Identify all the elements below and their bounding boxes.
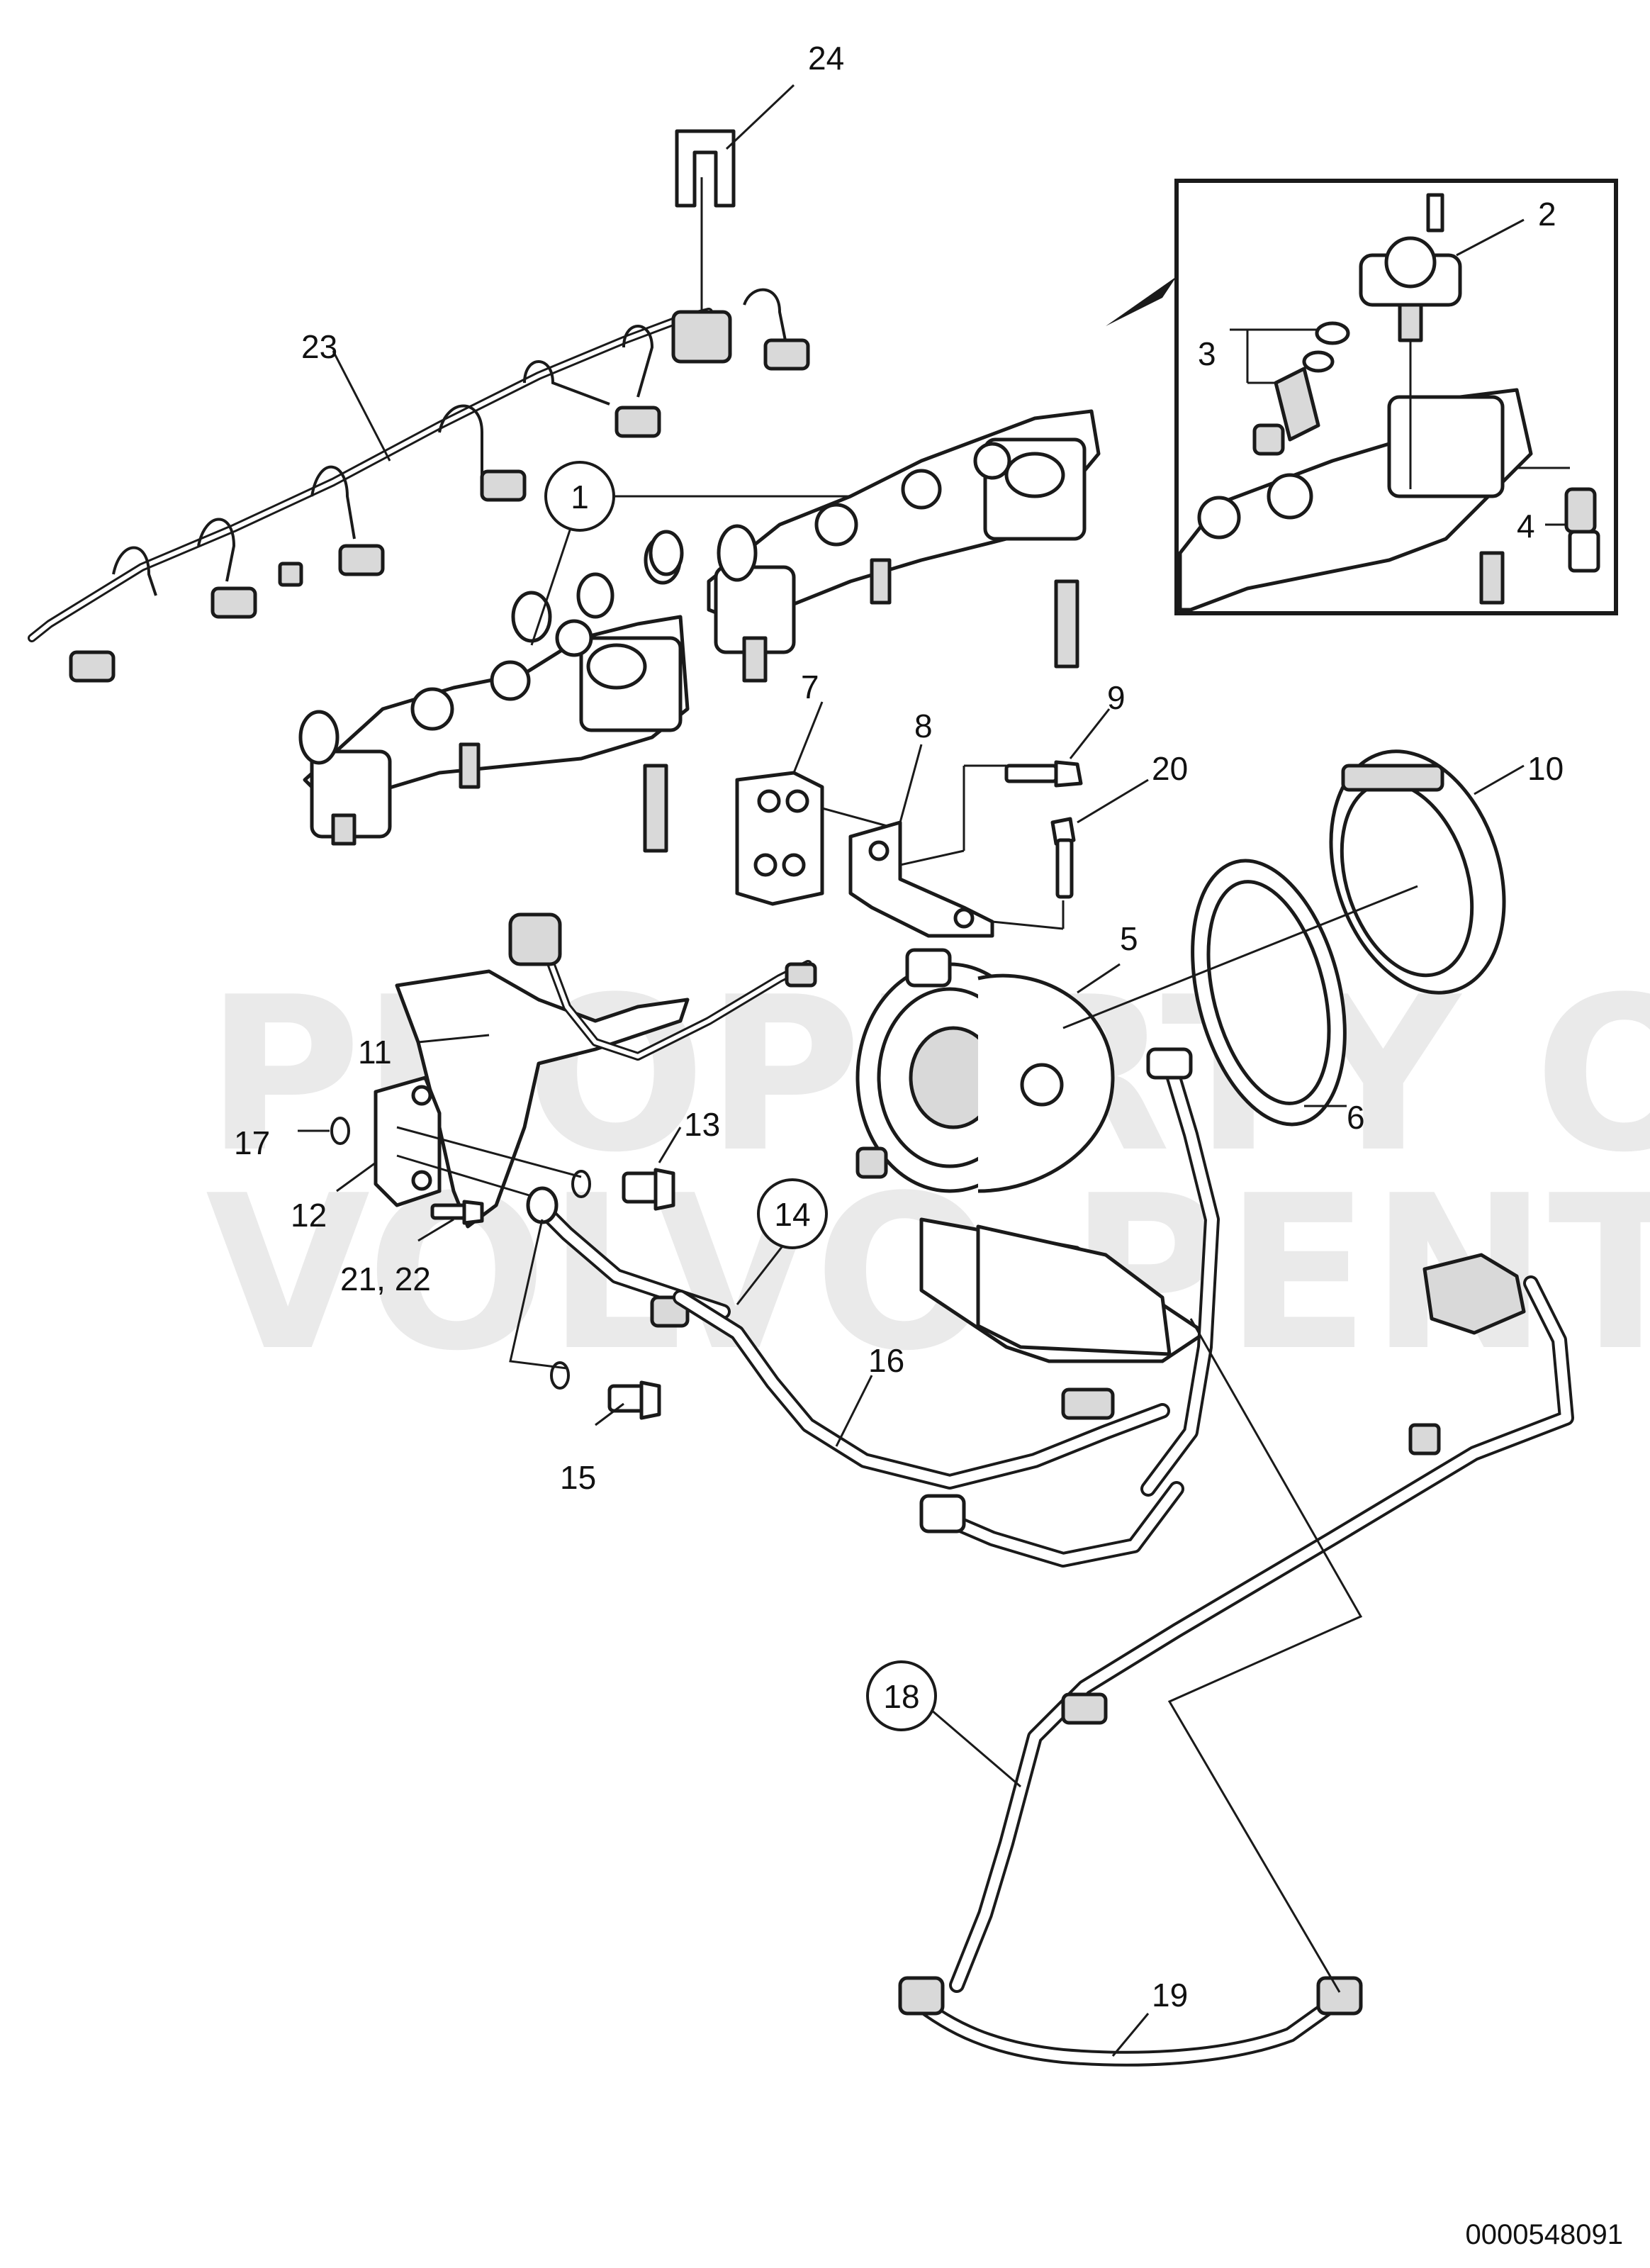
- document-id: 0000548091: [1466, 2219, 1623, 2250]
- part-10-v-clamp: [1329, 749, 1525, 995]
- callout-16: 16: [868, 1342, 904, 1379]
- callout-3: 3: [1198, 335, 1216, 372]
- callout-9: 9: [1107, 679, 1126, 716]
- part-18-harness: [921, 1253, 1574, 1993]
- callout-11: 11: [358, 1034, 392, 1071]
- callout-10: 10: [1527, 750, 1564, 787]
- part-12-flange: [336, 1076, 582, 1207]
- part-11-bracket: [395, 912, 817, 1229]
- part-19-hose: [898, 1318, 1363, 2067]
- detail-inset: [1106, 179, 1618, 615]
- callout-7: 7: [801, 669, 819, 705]
- callout-18-label: 18: [883, 1678, 919, 1715]
- part-24-clip: [675, 84, 795, 333]
- callout-14: 14: [757, 1178, 828, 1249]
- part-5-turbocharger: [855, 885, 1418, 1363]
- callout-21-22: 21, 22: [340, 1261, 431, 1297]
- callout-15: 15: [560, 1459, 596, 1496]
- part-17-o-ring: [298, 1117, 350, 1145]
- part-21-22-bolt: [417, 1200, 484, 1242]
- callout-18: 18: [866, 1660, 937, 1731]
- part-8-bracket: [848, 744, 994, 938]
- callout-17: 17: [234, 1124, 270, 1161]
- callout-20: 20: [1152, 750, 1188, 787]
- callout-19: 19: [1152, 1977, 1188, 2013]
- part-4-bushing: [1517, 467, 1600, 573]
- callout-14-label: 14: [774, 1196, 810, 1233]
- callout-23: 23: [301, 328, 337, 365]
- part-9-bolt: [899, 708, 1111, 866]
- callout-8: 8: [914, 708, 933, 744]
- callout-1: 1: [544, 461, 615, 532]
- part-23-wiring-harness: [28, 288, 810, 683]
- callout-2: 2: [1538, 196, 1556, 233]
- part-6-gasket: [1191, 859, 1347, 1127]
- part-2-sensor: [1359, 193, 1525, 489]
- part-20-bolt: [992, 778, 1149, 930]
- callout-5: 5: [1120, 920, 1138, 957]
- part-7-block: [735, 701, 901, 906]
- part-16-hose: [673, 1290, 1170, 1490]
- oil-return-pipe: [919, 1047, 1220, 1568]
- callout-24: 24: [808, 40, 844, 77]
- callout-labels: 1 14 18 24 23 2 3 4 7 8 9 20 10 5 6 11 1…: [234, 40, 1564, 2013]
- callout-1-label: 1: [571, 479, 589, 515]
- callout-4: 4: [1517, 508, 1535, 544]
- part-1-injector-rail-upper: [644, 409, 1101, 683]
- callout-13: 13: [684, 1106, 720, 1143]
- callout-12: 12: [291, 1197, 327, 1234]
- part-3-spring-assembly: [1230, 321, 1350, 456]
- callout-6: 6: [1347, 1099, 1365, 1136]
- part-1-injector-rail-lower: [298, 495, 851, 853]
- part-13-plug: [571, 1127, 682, 1211]
- part-15-banjo-bolt: [550, 1361, 661, 1426]
